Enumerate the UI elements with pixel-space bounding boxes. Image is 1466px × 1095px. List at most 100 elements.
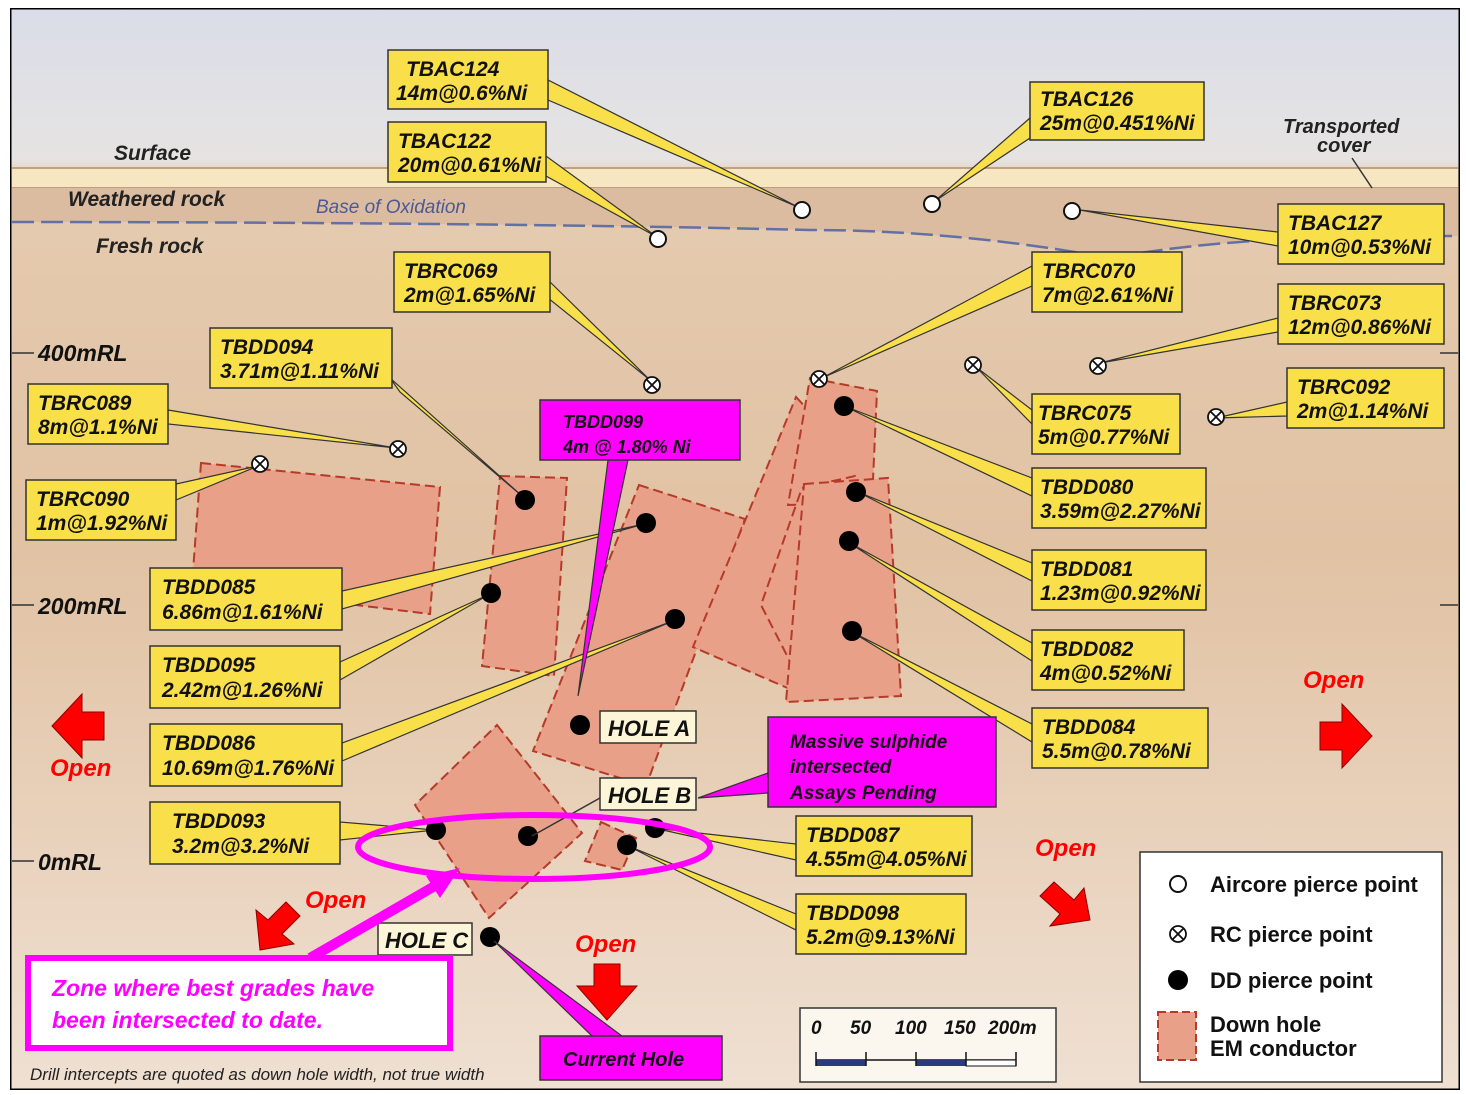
aircore-point-tbac126 — [923, 195, 941, 213]
callout-grade: 5.2m@9.13%Ni — [806, 926, 956, 949]
callout-hole-id: TBDD087 — [806, 824, 901, 847]
dd-point-tbdd082 — [839, 531, 859, 551]
callout-grade: 2m@1.65%Ni — [403, 284, 537, 307]
callout-grade: 10.69m@1.76%Ni — [162, 757, 335, 780]
hole-b-box — [599, 777, 697, 811]
callout-tbac122: TBAC122 20m@0.61%Ni — [387, 121, 547, 183]
callout-hole-id: TBAC124 — [406, 58, 500, 81]
callout-box — [393, 251, 551, 313]
callout-grade: 1.23m@0.92%Ni — [1040, 582, 1202, 605]
dd-point-tbdd093 — [426, 820, 446, 840]
callout-hole-id: TBRC092 — [1297, 376, 1391, 399]
callout-hole-id: TBRC073 — [1288, 292, 1382, 315]
callout-hole-id: TBDD080 — [1040, 476, 1134, 499]
callout-tbdd087: TBDD087 4.55m@4.05%Ni — [795, 815, 973, 877]
callout-hole-id: TBDD094 — [220, 336, 314, 359]
callout-hole-id: TBDD085 — [162, 576, 256, 599]
note-zone-line1: Zone where best grades have — [51, 975, 374, 1001]
best-grade-zone-pointer-head — [426, 868, 460, 898]
em-conductor-lower-west — [413, 723, 584, 920]
callout-box — [1031, 629, 1185, 691]
callout-tbdd080: TBDD080 3.59m@2.27%Ni — [1031, 467, 1207, 529]
hole-c-label: HOLE C — [385, 928, 469, 953]
callout-grade: 10m@0.53%Ni — [1288, 236, 1432, 259]
rc-point-tbrc073 — [1089, 357, 1107, 375]
callout-grade: 1m@1.92%Ni — [36, 512, 169, 535]
callout-grade: 25m@0.451%Ni — [1039, 112, 1196, 135]
legend-em-label-2: EM conductor — [1210, 1036, 1357, 1061]
dd-point-hole-a — [570, 715, 590, 735]
scale-bar-box — [799, 1007, 1057, 1083]
hole-labels: HOLE A HOLE B HOLE C — [377, 710, 697, 956]
scale-label-50: 50 — [850, 1018, 872, 1039]
base-of-oxidation-label: Base of Oxidation — [316, 197, 466, 218]
dd-point-tbdd084 — [842, 621, 862, 641]
callout-box — [1031, 467, 1207, 529]
callout-box — [209, 327, 393, 389]
callout-tbrc092: TBRC092 2m@1.14%Ni — [1286, 367, 1445, 429]
callout-tbrc073: TBRC073 12m@0.86%Ni — [1277, 283, 1445, 345]
callout-grade: 8m@1.1%Ni — [38, 416, 159, 439]
fresh-rock-label: Fresh rock — [96, 235, 205, 258]
weathered-rock-zone — [12, 188, 1458, 258]
callout-box — [27, 383, 169, 445]
rl-label-0: 0mRL — [38, 849, 102, 875]
note-tbdd099: TBDD099 4m @ 1.80% Ni — [539, 399, 741, 697]
legend-dd-label: DD pierce point — [1210, 968, 1373, 993]
leader-tbdd094 — [389, 377, 523, 497]
rc-point-tbrc070 — [810, 370, 828, 388]
callout-grade: 14m@0.6%Ni — [396, 82, 529, 105]
callout-grade: 4.55m@4.05%Ni — [805, 848, 968, 871]
callout-grade: 5.5m@0.78%Ni — [1042, 740, 1192, 763]
callout-hole-id: TBAC127 — [1288, 212, 1383, 235]
note-best-grade-zone: Zone where best grades have been interse… — [25, 955, 453, 1051]
callout-box — [149, 567, 343, 631]
callout-hole-id: TBAC122 — [398, 130, 492, 153]
callout-tbdd086: TBDD086 10.69m@1.76%Ni — [149, 723, 343, 787]
hole-c-box — [377, 922, 473, 956]
callout-grade: 3.2m@3.2%Ni — [172, 835, 310, 858]
legend-em-icon — [1157, 1011, 1197, 1061]
callout-grade: 20m@0.61%Ni — [397, 154, 542, 177]
note-massive-line3: Assays Pending — [789, 783, 937, 804]
callout-box — [387, 121, 547, 183]
callout-box — [1029, 81, 1205, 141]
note-massive-line1: Massive sulphide — [790, 732, 948, 753]
rc-pierce-points — [251, 356, 1225, 473]
open-label-lower-right: Open — [1035, 835, 1096, 862]
callout-box — [149, 801, 341, 865]
callout-hole-id: TBRC069 — [404, 260, 498, 283]
open-arrows — [51, 692, 1373, 1021]
open-label-lower-left: Open — [305, 887, 366, 914]
hole-b-label: HOLE B — [608, 783, 691, 808]
legend-aircore-icon — [1169, 875, 1187, 893]
callout-box — [149, 723, 343, 787]
dd-point-tbdd081 — [846, 482, 866, 502]
callout-tbdd085: TBDD085 6.86m@1.61%Ni — [149, 567, 343, 631]
note-tbdd099-box — [539, 399, 741, 461]
footnote: Drill intercepts are quoted as down hole… — [30, 1065, 485, 1084]
note-tbdd099-line2: 4m @ 1.80% Ni — [562, 437, 692, 457]
callout-hole-id: TBRC070 — [1042, 260, 1136, 283]
scale-segment-3 — [916, 1060, 966, 1066]
callout-grade: 4m@0.52%Ni — [1039, 662, 1173, 685]
callout-box — [1031, 251, 1183, 313]
dd-point-tbdd094 — [515, 490, 535, 510]
open-labels: Open Open Open Open Open — [50, 667, 1364, 958]
note-current-hole: Current Hole — [493, 940, 723, 1081]
callout-hole-id: TBDD086 — [162, 732, 256, 755]
callout-grade: 7m@2.61%Ni — [1042, 284, 1175, 307]
callout-tbrc090: TBRC090 1m@1.92%Ni — [25, 479, 177, 541]
callout-hole-id: TBRC090 — [36, 488, 130, 511]
dd-pierce-points — [426, 396, 866, 947]
open-arrow-down-right — [1039, 881, 1091, 927]
callout-grade: 3.59m@2.27%Ni — [1040, 500, 1202, 523]
callout-hole-id: TBRC075 — [1038, 402, 1132, 425]
scale-label-0: 0 — [811, 1018, 822, 1039]
open-label-bottom: Open — [575, 931, 636, 958]
dd-point-tbdd098 — [617, 835, 637, 855]
em-conductor-lower-small — [583, 820, 638, 872]
rl-label-400: 400mRL — [37, 340, 127, 366]
open-arrow-right — [1319, 702, 1373, 770]
callout-tbrc089: TBRC089 8m@1.1%Ni — [27, 383, 169, 445]
